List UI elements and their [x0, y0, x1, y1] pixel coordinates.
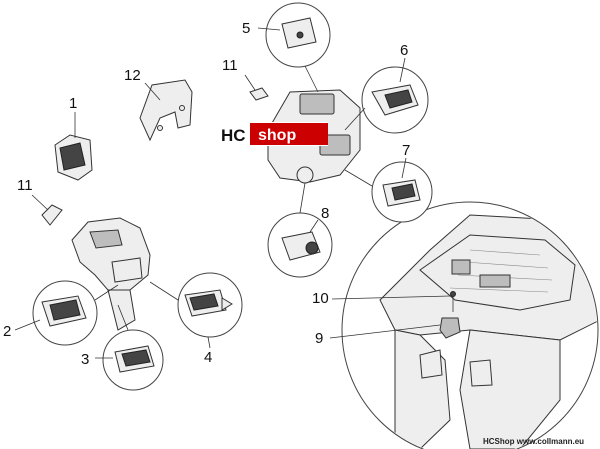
part-4-switch — [149, 272, 243, 349]
part-11-bulb-top — [244, 74, 269, 101]
hcshop-logo: HC shop — [218, 122, 328, 146]
part-8-socket — [267, 182, 333, 278]
callout-3: 3 — [81, 351, 89, 368]
part-2-switch — [14, 280, 119, 346]
logo-hc-text: HC — [221, 126, 246, 145]
part-7-switch — [344, 157, 433, 223]
part-11-bulb-left — [31, 194, 63, 226]
part-5-switch-cap — [257, 2, 331, 93]
callout-9: 9 — [315, 330, 323, 347]
callout-8: 8 — [321, 205, 329, 222]
callout-1: 1 — [69, 95, 77, 112]
callout-12: 12 — [124, 67, 141, 84]
footer-credit: HCShop www.collmann.eu — [483, 437, 584, 446]
logo-shop-badge — [250, 123, 328, 145]
detail-zoom-circle — [341, 201, 599, 449]
callout-6: 6 — [400, 42, 408, 59]
part-12-bracket — [139, 79, 193, 142]
callout-5: 5 — [242, 20, 250, 37]
part-6-switch — [344, 57, 429, 134]
logo-shop-text: shop — [258, 127, 296, 144]
callout-11a: 11 — [222, 57, 238, 74]
callout-10: 10 — [312, 290, 329, 307]
callout-7: 7 — [402, 142, 410, 159]
part-3-switch — [95, 304, 164, 391]
callout-2: 2 — [3, 323, 11, 340]
left-handlebar-housing — [71, 217, 151, 331]
callout-4: 4 — [204, 349, 212, 366]
callout-11b: 11 — [17, 177, 33, 194]
part-1-switch-cover — [54, 112, 93, 181]
